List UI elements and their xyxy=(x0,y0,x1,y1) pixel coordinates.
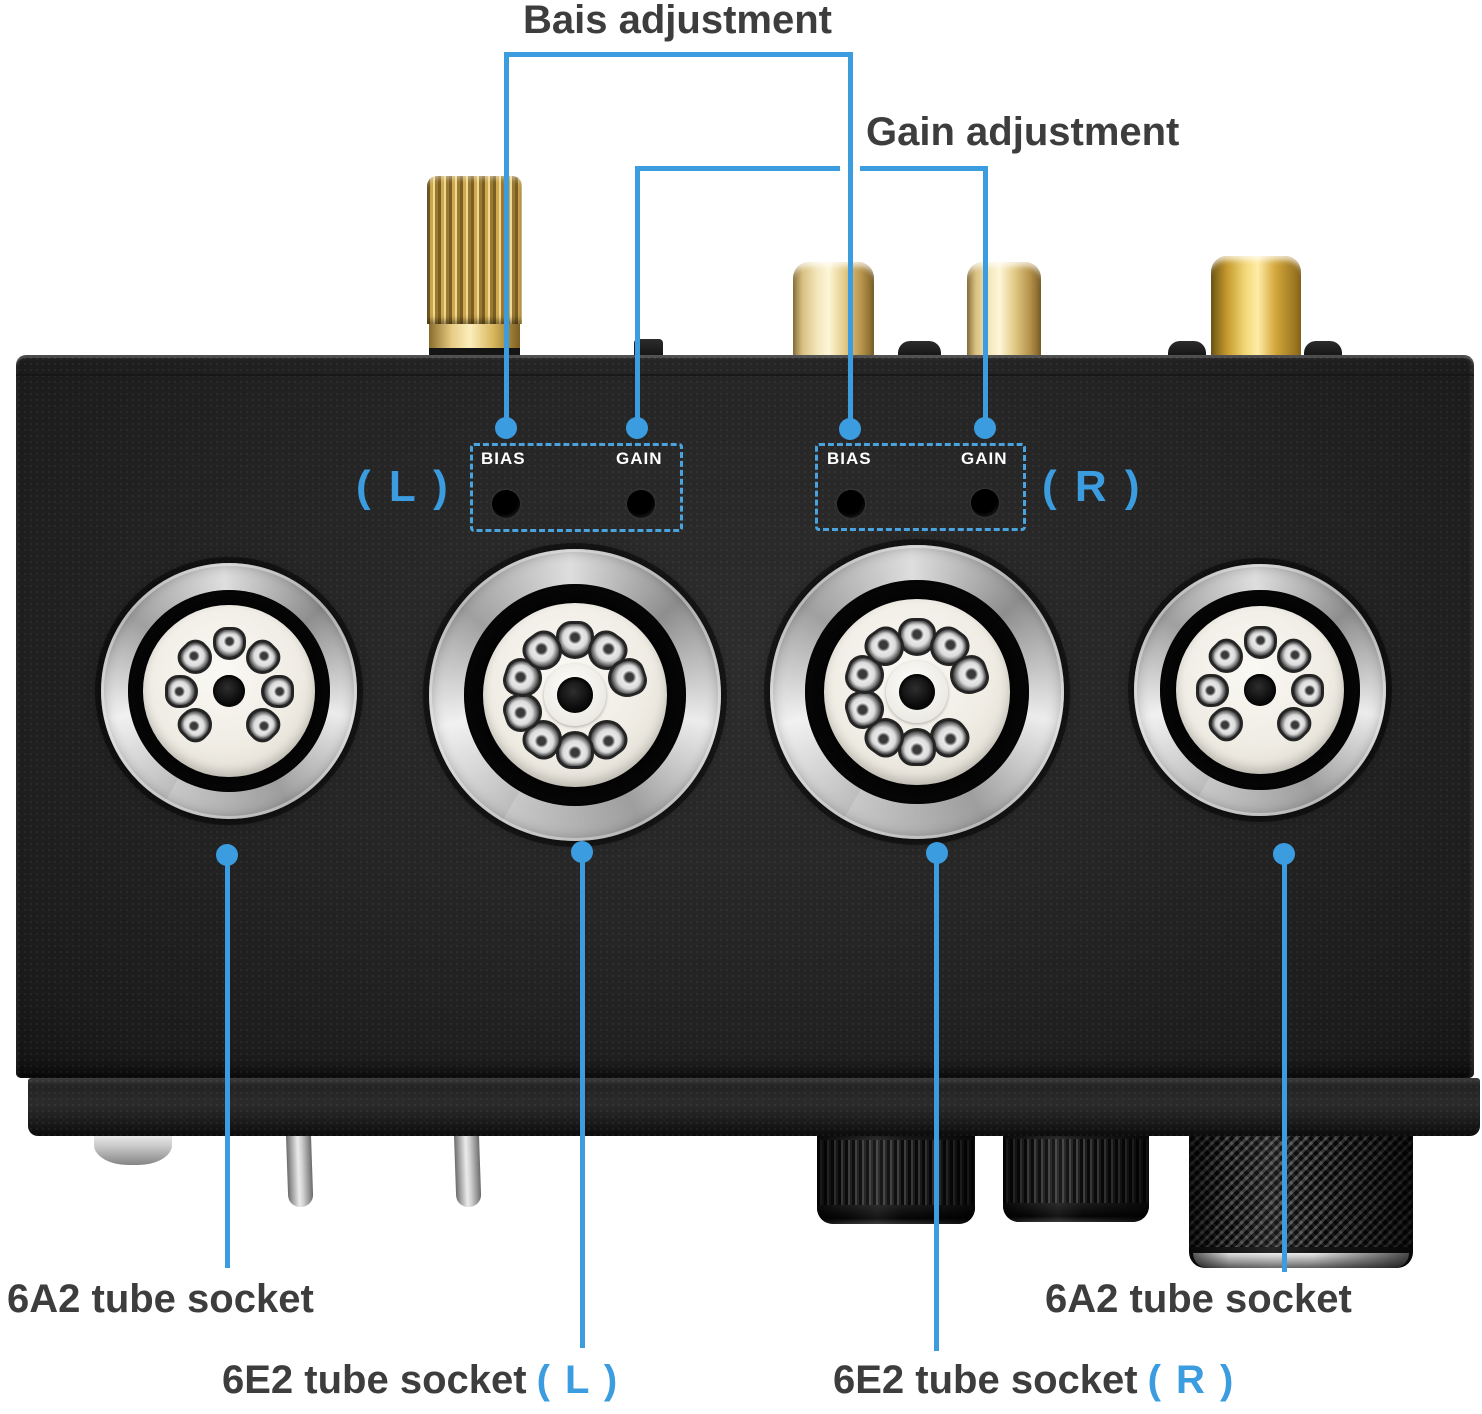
bias-left-pointer-dot xyxy=(495,417,517,439)
right-bias-marking: BIAS xyxy=(827,449,872,468)
socket-pin-hole xyxy=(260,674,294,708)
gain-left-pointer-dot xyxy=(626,417,648,439)
right-channel-marking: ( R ) xyxy=(1042,462,1143,511)
control-knob-2[interactable] xyxy=(1003,1128,1149,1222)
socket-pin-hole xyxy=(164,674,198,708)
socket-center-hole xyxy=(1244,674,1276,706)
label-6e2-right-text: 6E2 tube socket xyxy=(833,1358,1138,1402)
socket-pin-hole xyxy=(1290,673,1324,707)
bias-callout-line xyxy=(507,52,853,57)
left-channel-marking: ( L ) xyxy=(356,462,451,511)
socket-center-hole xyxy=(213,675,245,707)
rca-jack-3 xyxy=(1211,256,1301,362)
left-bias-trimmer-hole[interactable] xyxy=(492,490,520,518)
rear-nub-1 xyxy=(898,341,941,359)
socket-center-hole xyxy=(556,676,594,714)
label-6e2-right-channel: ( R ) xyxy=(1147,1358,1236,1402)
knob-shading xyxy=(1189,1118,1413,1268)
amplifier-base-plate xyxy=(28,1078,1480,1136)
left-adjustment-highlight-box xyxy=(470,443,683,532)
socket-pin-hole xyxy=(1196,673,1230,707)
gain-callout-line-right-drop xyxy=(983,166,988,429)
bias-adjustment-callout-label: Bais adjustment xyxy=(523,0,832,42)
rca-jack-2 xyxy=(967,262,1041,362)
label-6a2-socket-left: 6A2 tube socket xyxy=(7,1277,314,1321)
bias-callout-line-left-drop xyxy=(504,52,509,429)
volume-knob[interactable] xyxy=(1189,1118,1413,1268)
tube-socket-6a2-right xyxy=(1134,564,1386,816)
base-plate-texture xyxy=(28,1078,1480,1136)
tube-socket-6a2-left xyxy=(101,563,357,819)
gain-callout-line-left-segment xyxy=(637,166,840,171)
left-bias-marking: BIAS xyxy=(481,449,526,468)
rear-panel-tab xyxy=(634,339,663,359)
label-6e2-left-text: 6E2 tube socket xyxy=(222,1358,527,1402)
tube-socket-6e2-right xyxy=(770,545,1064,839)
panel-bevel-seam xyxy=(16,374,1474,376)
knob-shading xyxy=(817,1128,975,1224)
label-6e2-left-channel: ( L ) xyxy=(536,1358,620,1402)
right-gain-marking: GAIN xyxy=(961,449,1008,468)
socket2-callout-line xyxy=(580,852,585,1348)
left-gain-marking: GAIN xyxy=(616,449,663,468)
bias-callout-line-right-drop xyxy=(848,52,853,430)
gain-callout-line-left-drop xyxy=(635,166,640,429)
gain-adjustment-callout-label: Gain adjustment xyxy=(866,110,1180,154)
control-knob-1[interactable] xyxy=(817,1128,975,1224)
socket-pin-hole xyxy=(1243,626,1277,660)
rca-jack-1 xyxy=(793,262,874,362)
label-6e2-socket-left: 6E2 tube socket( L ) xyxy=(222,1358,619,1403)
gain-callout-line-right-segment xyxy=(860,166,987,171)
socket-pin-hole xyxy=(212,626,246,660)
socket1-callout-line xyxy=(225,855,230,1268)
socket-center-hole xyxy=(898,673,936,711)
right-adjustment-highlight-box xyxy=(815,443,1026,531)
knob-shading xyxy=(1003,1128,1149,1222)
bias-right-pointer-dot xyxy=(839,418,861,440)
socket4-callout-line xyxy=(1282,854,1287,1272)
tube-socket-6e2-left xyxy=(429,549,721,841)
left-gain-trimmer-hole[interactable] xyxy=(627,490,655,518)
right-gain-trimmer-hole[interactable] xyxy=(971,489,999,517)
gain-right-pointer-dot xyxy=(974,417,996,439)
right-bias-trimmer-hole[interactable] xyxy=(837,490,865,518)
label-6e2-socket-right: 6E2 tube socket( R ) xyxy=(833,1358,1235,1403)
socket3-callout-line xyxy=(934,853,939,1351)
rear-nub-2 xyxy=(1168,341,1206,359)
label-6a2-socket-right: 6A2 tube socket xyxy=(1045,1277,1352,1321)
rear-nub-3 xyxy=(1304,341,1342,359)
